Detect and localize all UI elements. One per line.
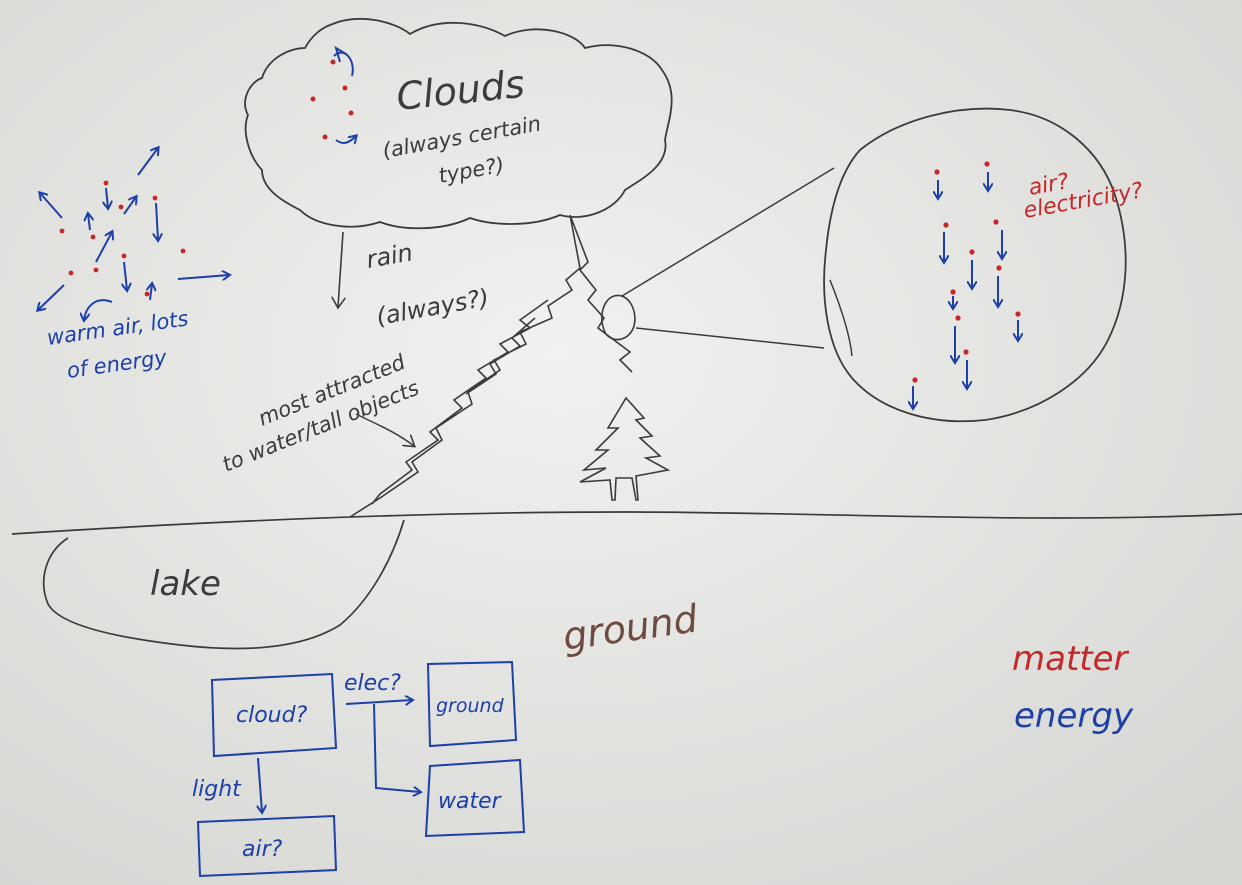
attracted-arrow: [355, 413, 414, 446]
zoom-bubble-tail: [829, 279, 853, 357]
bubble-matter-dots: [912, 161, 1021, 383]
flow-light-label: light: [192, 777, 242, 802]
flow-cloud-label: cloud?: [236, 703, 308, 728]
horizon-line: [11, 511, 1242, 535]
bubble-energy-arrows: [913, 172, 1018, 408]
flow-ground-label: ground: [436, 695, 505, 717]
flow-box-water: [424, 758, 526, 838]
flow-water-label: water: [438, 789, 503, 814]
lightning-bolt: [349, 214, 633, 518]
flow-box-air: [196, 814, 338, 878]
legend-matter: matter: [1012, 639, 1130, 679]
warm-air-energy-arrows: [38, 148, 229, 320]
flow-elec-arrow-ground: [345, 700, 412, 704]
flow-box-cloud: [210, 672, 338, 758]
zoom-bubble: [823, 107, 1127, 423]
rain-arrow: [338, 231, 343, 307]
legend-energy: energy: [1014, 696, 1134, 736]
flow-box-ground: [426, 660, 518, 748]
warm-air-matter-dots: [59, 180, 186, 297]
flow-elec-label: elec?: [344, 671, 401, 696]
lake-outline: [42, 519, 405, 650]
flow-elec-arrow-water: [373, 703, 420, 792]
lake-label: lake: [150, 564, 221, 604]
cloud-outline: [244, 18, 673, 230]
flow-air-label: air?: [242, 837, 283, 862]
zoom-line-top: [621, 167, 835, 297]
tree-drawing: [579, 396, 671, 501]
flow-light-arrow: [258, 757, 262, 812]
bolt-zoom-spot: [601, 294, 636, 341]
flow-diagram: cloud? ground water air? elec? light: [192, 660, 526, 878]
cloud-energy-arrows: [333, 45, 356, 143]
cloud-matter-dots: [310, 59, 354, 140]
zoom-line-bottom: [635, 327, 825, 349]
